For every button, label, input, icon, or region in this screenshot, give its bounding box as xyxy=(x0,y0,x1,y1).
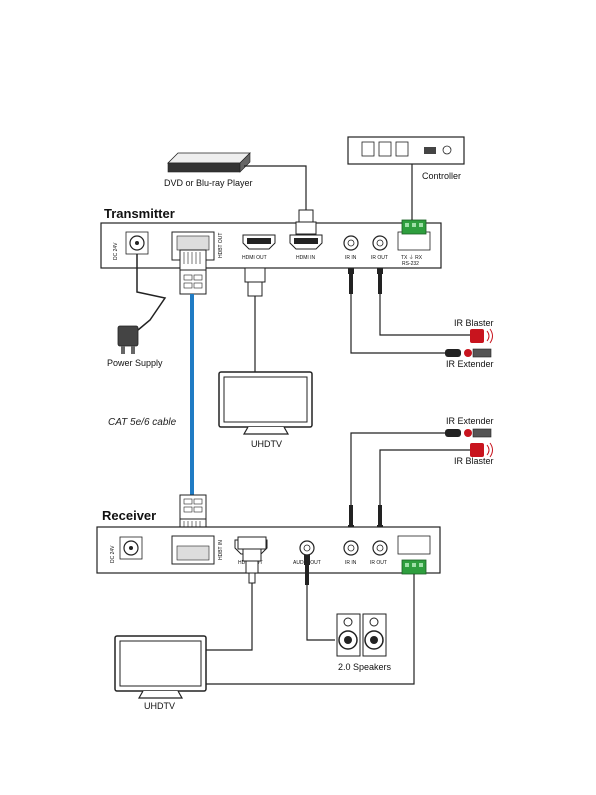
tx-hdmi-out-plug xyxy=(245,268,265,296)
uhdtv-bottom xyxy=(115,636,206,698)
controller xyxy=(348,137,464,164)
ir-extender-bottom-label: IR Extender xyxy=(446,416,494,426)
rx-dc-port-label: DC 24V xyxy=(110,545,116,563)
uhdtv-top xyxy=(219,372,312,434)
ir-blaster-bottom-label: IR Blaster xyxy=(454,456,494,466)
tx-hdbt-out-label: HDBT OUT xyxy=(218,233,224,258)
receiver-title: Receiver xyxy=(102,508,156,523)
rx-rs232-terminal xyxy=(402,560,426,574)
rx-ir-in-cable xyxy=(351,433,445,505)
dvd-label: DVD or Blu-ray Player xyxy=(164,178,253,188)
power-supply xyxy=(118,326,138,354)
cat-cable-label: CAT 5e/6 cable xyxy=(108,417,177,428)
speakers xyxy=(337,614,386,656)
tx-ir-out-label: IR OUT xyxy=(371,255,388,261)
transmitter-unit: DC 24V HDBT OUT HDMI OUT HDMI IN IR IN I… xyxy=(101,223,441,268)
tx-ir-in-plug xyxy=(348,268,354,294)
tx-hdmi-in-label: HDMI IN xyxy=(296,255,316,261)
rx-ir-in-label: IR IN xyxy=(345,560,357,566)
transmitter-title: Transmitter xyxy=(104,206,175,221)
power-supply-label: Power Supply xyxy=(107,358,163,368)
tx-hdmi-out-label: HDMI OUT xyxy=(242,255,267,261)
tx-rs232-label: RS-232 xyxy=(402,261,419,267)
rx-hdbt-in-label: HDBT IN xyxy=(218,540,224,560)
tx-ir-in-cable xyxy=(351,294,445,353)
ir-extender-bottom xyxy=(445,429,491,437)
tx-dc-port-label: DC 24V xyxy=(113,242,119,260)
tx-ir-out-plug xyxy=(377,268,383,294)
dvd-player xyxy=(168,153,250,172)
tx-ir-out-cable xyxy=(380,294,470,335)
rx-hdmi-cable xyxy=(206,583,252,650)
dvd-hdmi-cable xyxy=(244,166,306,215)
controller-label: Controller xyxy=(422,171,461,181)
tx-rs232-terminal xyxy=(402,220,426,234)
tx-rs232-pins-label: TX ⏚ RX xyxy=(401,254,423,261)
tx-ir-in-label: IR IN xyxy=(345,255,357,261)
ir-extender-top-label: IR Extender xyxy=(446,359,494,369)
tx-rj45-plug xyxy=(180,250,206,294)
tx-hdmi-in-plug xyxy=(296,210,316,234)
rx-audio-cable xyxy=(307,585,335,640)
uhdtv-bottom-label: UHDTV xyxy=(144,701,175,711)
ir-blaster-top xyxy=(470,329,493,343)
ir-extender-top xyxy=(445,349,491,357)
ir-blaster-top-label: IR Blaster xyxy=(454,318,494,328)
speakers-label: 2.0 Speakers xyxy=(338,662,392,672)
ir-blaster-bottom xyxy=(470,443,493,457)
uhdtv-top-label: UHDTV xyxy=(251,439,282,449)
receiver-unit: DC 24V HDBT IN HDMI OUT AUDIO OUT IR IN … xyxy=(97,527,440,573)
rx-ir-out-label: IR OUT xyxy=(370,560,387,566)
